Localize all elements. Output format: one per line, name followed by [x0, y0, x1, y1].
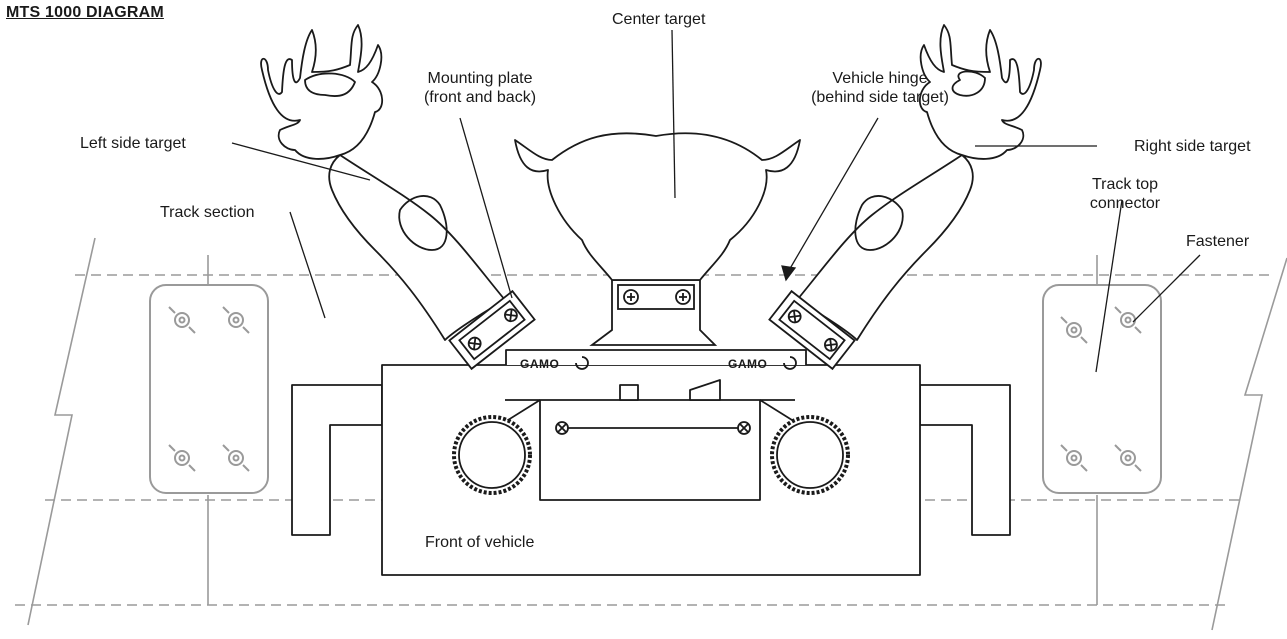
- left-target-body-hole: [398, 195, 448, 251]
- targets: [260, 24, 1042, 341]
- gamo-logo-icon: [575, 356, 589, 370]
- label-right-side-target: Right side target: [1134, 138, 1251, 155]
- left-target-eye-hole: [304, 72, 356, 97]
- leader-center-target: [671, 29, 676, 199]
- label-mounting-plate-line2: (front and back): [423, 89, 537, 106]
- vehicle-lever: [689, 379, 721, 401]
- screw-icon: [504, 308, 518, 323]
- center-target-mount: [589, 279, 718, 346]
- fastener-icon: [168, 306, 196, 334]
- screw-icon: [555, 421, 569, 435]
- connector-plate-right: [1042, 284, 1162, 494]
- leader-left-side-target: [231, 142, 371, 181]
- vehicle-center-panel: [539, 399, 761, 501]
- left-gear: [452, 415, 532, 495]
- right-target-body-hole: [854, 195, 904, 251]
- fastener-icon: [222, 444, 250, 472]
- leader-fastener: [1132, 254, 1201, 323]
- leader-lines: [231, 29, 1201, 373]
- left-mounting-plate: [448, 289, 536, 371]
- gamo-logo-icon: [783, 356, 797, 370]
- vehicle-right-leg: [919, 384, 1011, 536]
- vehicle-left-leg: [291, 384, 383, 536]
- label-mounting-plate: Mounting plate (front and back): [410, 69, 550, 107]
- diagram-title: MTS 1000 DIAGRAM: [6, 4, 164, 21]
- track-top-connector-left: [149, 284, 269, 494]
- brand-logo-right: GAMO: [728, 357, 768, 371]
- label-track-top-connector: Track top connector: [1080, 175, 1170, 213]
- label-front-of-vehicle: Front of vehicle: [425, 534, 535, 551]
- right-gear: [770, 415, 850, 495]
- fastener-icon: [1060, 444, 1088, 472]
- leader-track-section: [289, 211, 326, 319]
- label-fastener: Fastener: [1186, 233, 1250, 250]
- fastener-icon: [222, 306, 250, 334]
- track-break-left: [27, 237, 96, 626]
- label-track-top-connector-line1: Track top: [1091, 176, 1159, 193]
- label-vehicle-hinge-line2: (behind side target): [811, 89, 949, 106]
- screw-icon: [467, 336, 482, 351]
- left-side-target-silhouette: [260, 24, 506, 341]
- fastener-icon: [1114, 306, 1142, 334]
- leader-vehicle-hinge-arrowhead: [781, 265, 797, 282]
- label-center-target: Center target: [612, 11, 706, 28]
- fastener-icon: [168, 444, 196, 472]
- track-top-connector-right: [1042, 284, 1162, 494]
- connector-plate-left: [149, 284, 269, 494]
- leader-track-top-connector: [1095, 199, 1123, 373]
- screw-icon: [787, 309, 802, 324]
- vehicle-top-deck: [505, 349, 807, 365]
- screw-icon: [824, 337, 838, 352]
- leader-vehicle-hinge: [787, 117, 879, 273]
- screw-icon: [623, 289, 639, 305]
- fastener-icon: [1060, 316, 1088, 344]
- center-target-silhouette: [514, 132, 801, 281]
- vehicle-switch: [619, 384, 639, 401]
- leader-mounting-plate: [459, 117, 513, 299]
- right-target-eye-hole: [951, 70, 986, 97]
- fastener-icon: [1114, 444, 1142, 472]
- screw-icon: [675, 289, 691, 305]
- label-vehicle-hinge-line1: Vehicle hinge: [832, 70, 928, 87]
- label-mounting-plate-line1: Mounting plate: [427, 70, 533, 87]
- mounting-plates: [448, 289, 856, 371]
- right-mounting-plate: [768, 289, 856, 371]
- label-left-side-target: Left side target: [80, 135, 186, 152]
- label-track-top-connector-line2: connector: [1089, 195, 1161, 212]
- screw-icon: [737, 421, 751, 435]
- right-side-target-silhouette: [796, 24, 1042, 341]
- vehicle: [291, 349, 1011, 576]
- label-track-section: Track section: [160, 204, 255, 221]
- track-break-right: [1211, 257, 1287, 631]
- brand-logo-left: GAMO: [520, 357, 560, 371]
- label-vehicle-hinge: Vehicle hinge (behind side target): [790, 69, 970, 107]
- vehicle-center-rim: [499, 399, 801, 426]
